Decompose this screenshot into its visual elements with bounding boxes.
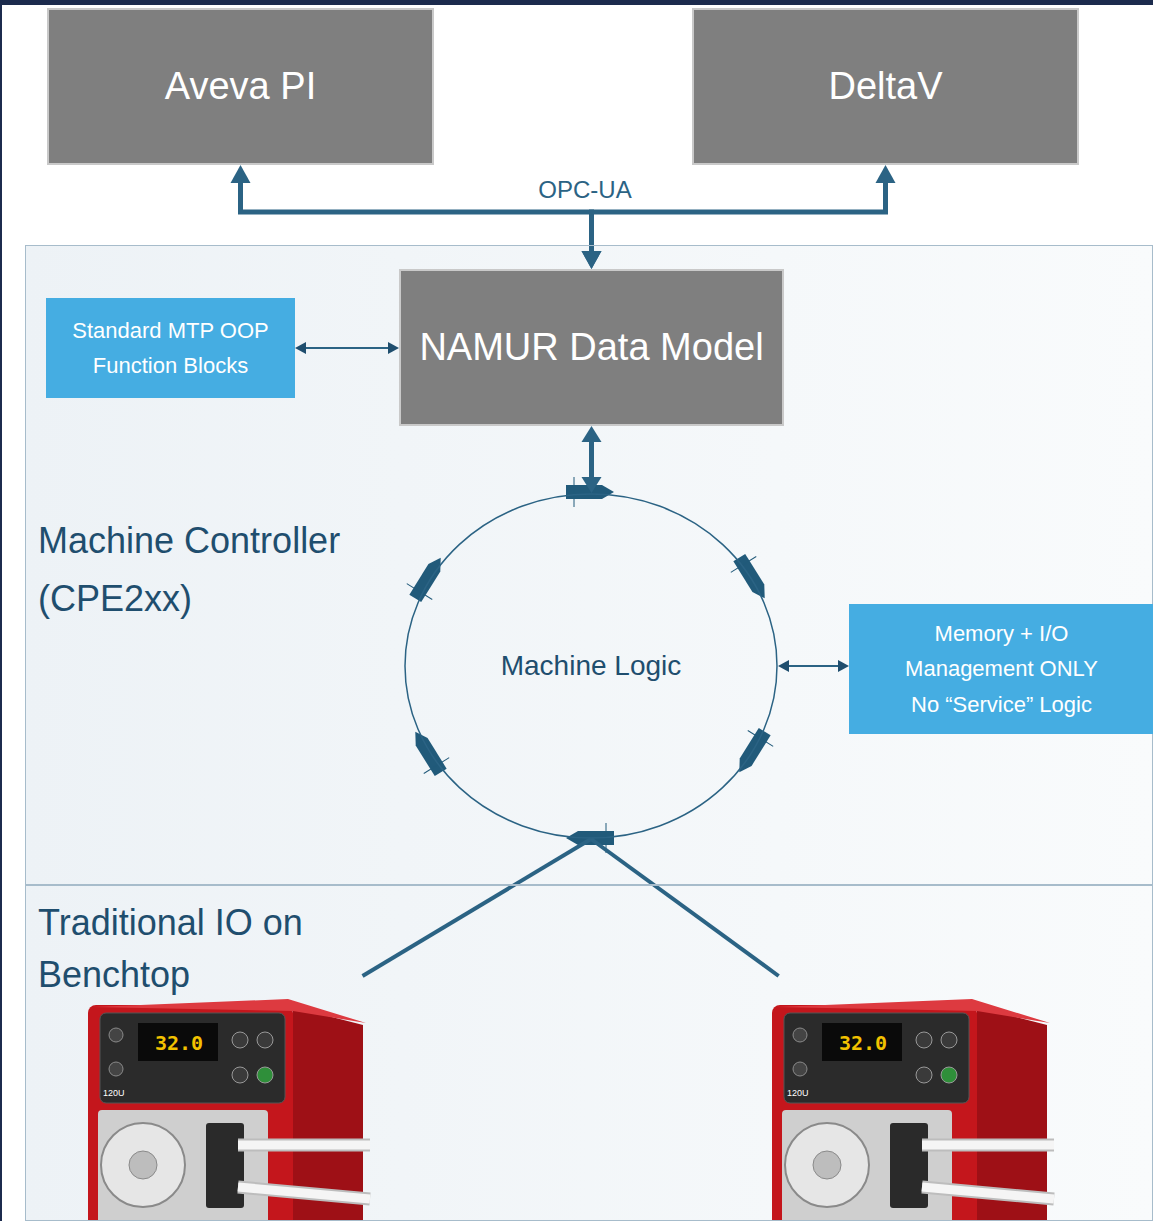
display-text: 120U [103,1088,143,1098]
flow-marker-tick [424,758,449,774]
connector-line [303,347,392,349]
flow-marker-tick [731,556,756,572]
display-text: 32.0 [823,1031,903,1055]
arrow-head [582,426,602,442]
connector-line [591,839,779,976]
box-text: Standard MTP OOP Function Blocks [56,313,285,383]
box-text: NAMUR Data Model [419,325,763,371]
benchtop-panel: Traditional IO on Benchtop 32.0 120U 32.0 12… [25,885,1153,1221]
pump-node: 32.0 120U [89,976,371,1221]
data-model-box: NAMUR Data Model [399,269,784,426]
panel-fill [25,245,1153,885]
arrow-head [582,251,602,269]
logic-ring: Machine Logic [404,493,778,839]
top-bar [0,0,1153,5]
arrow-head [876,165,896,183]
arrow-head [582,251,602,269]
system-box: DeltaV [692,8,1079,165]
arrow-head [582,477,602,493]
connector [363,839,591,976]
flow-marker [727,550,778,607]
flow-marker-tick [407,584,432,600]
pump-illustration [88,999,370,1221]
label-layer: OPC-UA [485,176,685,204]
ring-line [405,494,777,838]
panel-heading: Traditional IO on Benchtop [38,897,308,1001]
connector [591,839,779,976]
connector [295,342,399,354]
box-text: Aveva PI [165,64,316,110]
box-text: Machine Logic [501,644,682,689]
arrow-head [231,165,251,183]
display-text: 32.0 [139,1031,219,1055]
panel-heading: Machine Controller (CPE2xx) [38,512,408,627]
memory-box: Memory + I/O Management ONLY No “Service… [849,604,1153,734]
connector-line [589,437,594,482]
pump-illustration [772,999,1054,1221]
display-text: 120U [787,1088,827,1098]
flow-marker [403,724,454,781]
connector-line [786,665,842,667]
function-box: Standard MTP OOP Function Blocks [46,298,295,398]
arrow-head [388,342,399,354]
left-bar [0,0,2,1221]
pump-node: 32.0 120U [773,976,1055,1221]
box-text: DeltaV [828,64,942,110]
flow-marker-tick [574,477,575,507]
controller-panel: Machine Controller (CPE2xx) Standard MTP … [25,245,1153,885]
protocol-label: OPC-UA [485,176,685,204]
arrow-head [778,660,789,672]
flow-marker [566,477,614,507]
connector [778,660,849,672]
box-text: Memory + I/O Management ONLY No “Service… [894,616,1109,722]
connector [582,426,602,493]
arrow-head [838,660,849,672]
connector-line [363,839,591,976]
arrow-head [295,342,306,354]
system-box: Aveva PI [47,8,434,165]
flow-marker-body [409,554,446,602]
